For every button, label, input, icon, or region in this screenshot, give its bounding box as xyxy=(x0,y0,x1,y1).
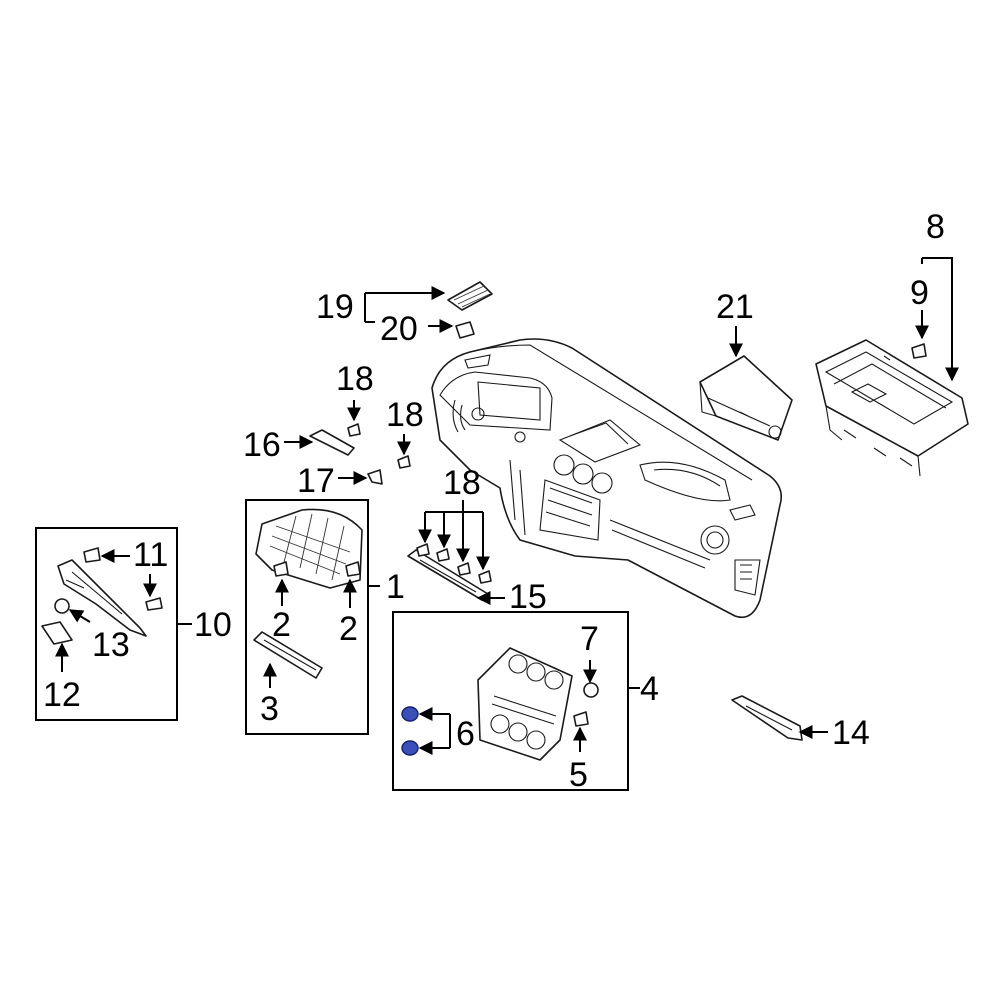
trim-part-14[interactable] xyxy=(731,695,803,741)
callout-1: 1 xyxy=(386,568,405,606)
cover-part-3[interactable] xyxy=(253,631,323,679)
group-box-4 xyxy=(392,611,629,791)
clips-part-18-c[interactable] xyxy=(416,543,492,584)
clip-part-2-b[interactable] xyxy=(345,561,361,577)
callout-14: 14 xyxy=(832,714,870,752)
airbag-part-21[interactable] xyxy=(699,355,793,441)
callout-18b: 18 xyxy=(386,396,424,434)
callout-21: 21 xyxy=(716,288,754,326)
callout-8: 8 xyxy=(926,208,945,246)
button-part-6-a[interactable] xyxy=(401,706,419,722)
callout-18c: 18 xyxy=(443,464,481,502)
callout-5: 5 xyxy=(569,756,588,794)
callout-20: 20 xyxy=(380,310,418,348)
callout-13: 13 xyxy=(92,626,130,664)
clip-part-18-b[interactable] xyxy=(397,455,411,469)
switch-part-5[interactable] xyxy=(573,711,589,727)
knob-part-7[interactable] xyxy=(583,682,599,698)
callout-12: 12 xyxy=(43,676,81,714)
callout-10: 10 xyxy=(194,606,232,644)
button-part-6-b[interactable] xyxy=(401,740,419,756)
undercover-part-10[interactable] xyxy=(57,559,147,637)
group-box-1 xyxy=(245,499,369,735)
pocket-part-12[interactable] xyxy=(41,621,73,645)
glovebox-part-8[interactable] xyxy=(815,339,969,477)
vent-part-19[interactable] xyxy=(447,281,493,311)
callout-15: 15 xyxy=(509,578,547,616)
callout-17: 17 xyxy=(297,462,335,500)
meter-hood-part-1[interactable] xyxy=(255,508,363,589)
clip-part-2-a[interactable] xyxy=(273,561,289,577)
callout-6: 6 xyxy=(456,715,475,753)
callout-4: 4 xyxy=(640,670,659,708)
instrument-panel-part[interactable] xyxy=(431,338,783,619)
leader-13 xyxy=(68,609,91,623)
callout-2a: 2 xyxy=(272,606,291,644)
callout-2b: 2 xyxy=(339,610,358,648)
leader-8a xyxy=(922,257,959,382)
clip-part-17[interactable] xyxy=(367,469,383,485)
clip-part-18-a[interactable] xyxy=(347,423,361,437)
clip-part-9[interactable] xyxy=(911,343,927,359)
clip-part-11-a[interactable] xyxy=(83,547,101,563)
callout-16: 16 xyxy=(243,426,281,464)
center-panel-part-4[interactable] xyxy=(477,647,573,761)
callout-11: 11 xyxy=(133,536,168,574)
clip-part-11-b[interactable] xyxy=(145,597,163,611)
clip-part-20[interactable] xyxy=(455,321,475,339)
callout-18a: 18 xyxy=(336,360,374,398)
callout-19: 19 xyxy=(316,288,354,326)
trim-part-16[interactable] xyxy=(309,429,355,456)
callout-3: 3 xyxy=(260,690,279,728)
leader-19a xyxy=(364,293,444,322)
callout-9: 9 xyxy=(910,274,929,312)
callout-7: 7 xyxy=(580,620,599,658)
knob-part-13[interactable] xyxy=(54,598,70,614)
